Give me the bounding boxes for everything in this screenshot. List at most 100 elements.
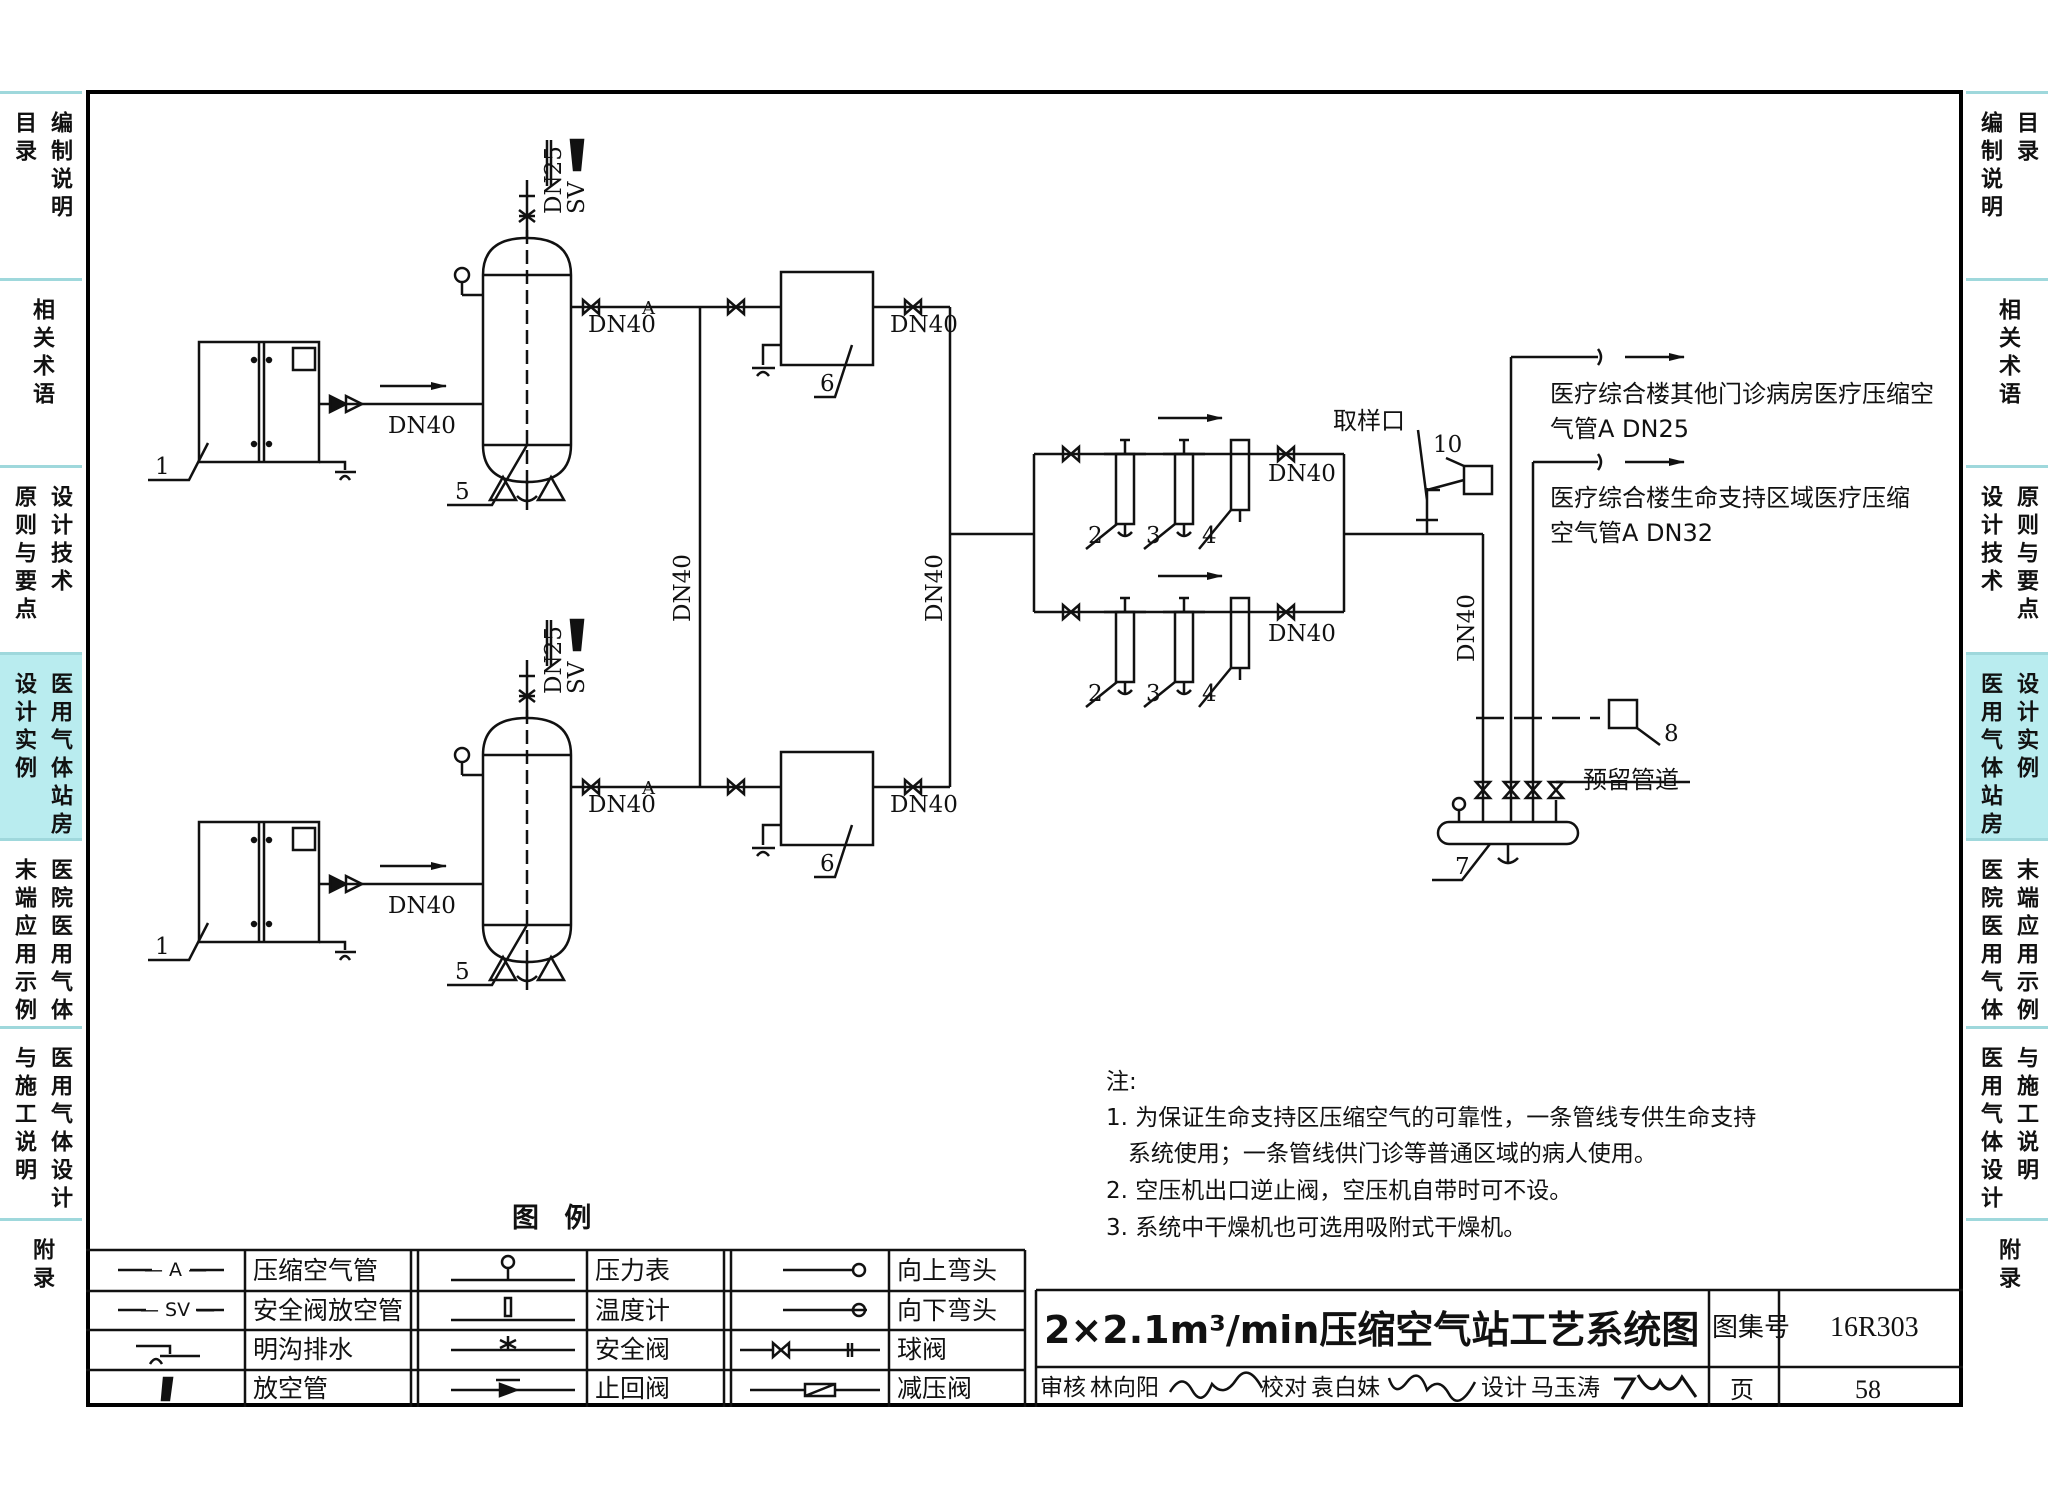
- pipe-size-label: DN40: [388, 413, 456, 439]
- note-item: 2. 空压机出口逆止阀，空压机自带时可不设。: [1106, 1178, 1573, 1204]
- legend-label: 压缩空气管: [253, 1256, 379, 1285]
- item-number-4: 4: [1202, 523, 1217, 549]
- chapter-tab[interactable]: 相关术语: [1966, 280, 2048, 467]
- chapter-tab[interactable]: 设计技术原则与要点: [0, 467, 82, 654]
- item-number-7: 7: [1455, 854, 1470, 880]
- chapter-tab[interactable]: 附录: [1966, 1220, 2048, 1340]
- chapter-tab-label: 设计实例: [11, 672, 36, 784]
- ball-valve: [726, 297, 746, 317]
- checker-name: 袁白妹: [1311, 1375, 1380, 1401]
- filter-3-lower: [1163, 596, 1205, 696]
- ball-valve: [581, 297, 601, 317]
- item-number-1: 1: [155, 934, 170, 960]
- design-label: 设计: [1481, 1375, 1527, 1401]
- filter-2-lower: [1104, 596, 1146, 696]
- tab-divider: [0, 91, 82, 94]
- item-8-instrument: [1607, 698, 1661, 747]
- item-number-2: 2: [1088, 523, 1103, 549]
- tab-divider: [0, 465, 82, 468]
- chapter-tab-label: 与施工说明: [2013, 1046, 2038, 1186]
- legend-table: [86, 1248, 1027, 1407]
- item-7-manifold: [1436, 796, 1580, 865]
- designer-name: 马玉涛: [1531, 1375, 1600, 1401]
- chapter-tab[interactable]: 医院医用气体末端应用示例: [0, 840, 82, 1028]
- note-item: 1. 为保证生命支持区压缩空气的可靠性，一条管线专供生命支持: [1106, 1105, 1757, 1131]
- check-valve-2: [328, 873, 365, 895]
- ball-valve: [1061, 602, 1081, 622]
- designer-signature: [1614, 1374, 1698, 1400]
- reviewer-name: 林向阳: [1090, 1375, 1159, 1401]
- item-number-2: 2: [1088, 681, 1103, 707]
- ball-valve: [1546, 780, 1566, 800]
- sampling-port-label: 取样口: [1333, 407, 1405, 435]
- item-number-4: 4: [1202, 681, 1217, 707]
- refrigerated-dryer-1: [752, 270, 875, 377]
- chapter-tab[interactable]: 医院医用气体末端应用示例: [1966, 840, 2048, 1028]
- pipe-type-label: SV: [564, 181, 590, 214]
- chapter-tab-label: 医用气体站房: [1977, 672, 2002, 840]
- legend-title: 图 例: [512, 1203, 600, 1234]
- item-10-dewpoint-monitor: [1426, 456, 1494, 496]
- pipe-size-label: DN40: [588, 792, 656, 818]
- chapter-tab-label: 原则与要点: [11, 485, 36, 625]
- legend-label: 减压阀: [897, 1374, 973, 1403]
- tab-divider: [1966, 1026, 2048, 1029]
- chapter-tab-label: 设计技术: [1977, 485, 2002, 597]
- chapter-tab[interactable]: 相关术语: [0, 280, 82, 467]
- chapter-tab-label: 目录: [2013, 111, 2038, 167]
- legend-label: 压力表: [595, 1256, 671, 1285]
- chapter-tab[interactable]: 编制说明目录: [1966, 93, 2048, 280]
- sampling-port: [1416, 429, 1440, 534]
- chapter-tab[interactable]: 编制说明目录: [0, 93, 82, 280]
- air-receiver-tank-2: [453, 618, 585, 990]
- checker-signature: [1387, 1374, 1477, 1402]
- legend-label: 放空管: [253, 1374, 329, 1403]
- outlet-2-label-line2: 空气管A DN32: [1550, 519, 1714, 547]
- tab-divider: [1966, 465, 2048, 468]
- chapter-tab-label: 附录: [1995, 1238, 2020, 1294]
- ball-valve: [1276, 602, 1296, 622]
- chapter-tab-label: 编制说明: [1977, 111, 2002, 223]
- pipe-size-label: DN40: [1454, 594, 1480, 662]
- chapter-tab-label: 末端应用示例: [2013, 858, 2038, 1026]
- chapter-tab[interactable]: 医用气体站房设计实例: [1966, 654, 2048, 840]
- chapter-tab-label: 末端应用示例: [11, 858, 36, 1026]
- air-receiver-tank-1: [453, 138, 585, 510]
- page-number: 58: [1855, 1375, 1881, 1404]
- pipe-size-label: DN40: [890, 312, 958, 338]
- drawing-title: 2×2.1m³/min压缩空气站工艺系统图: [1044, 1308, 1700, 1352]
- chapter-tab[interactable]: 设计技术原则与要点: [1966, 467, 2048, 654]
- filter-4-upper: [1229, 438, 1251, 522]
- legend-label: 止回阀: [595, 1374, 671, 1403]
- item-number-3: 3: [1146, 523, 1161, 549]
- note-item: 3. 系统中干燥机也可选用吸附式干燥机。: [1106, 1215, 1527, 1241]
- legend-symbols: [118, 1254, 880, 1402]
- chapter-tab-label: 设计技术: [47, 485, 72, 597]
- outlet-2-label-line1: 医疗综合楼生命支持区域医疗压缩: [1550, 484, 1910, 512]
- chapter-tab-label: 目录: [11, 111, 36, 167]
- pipe-size-label: DN40: [388, 893, 456, 919]
- check-valve-1: [328, 393, 365, 415]
- pipe-size-label: DN40: [890, 792, 958, 818]
- legend-label: 温度计: [595, 1296, 671, 1325]
- check-label: 校对: [1261, 1375, 1307, 1401]
- chapter-tab[interactable]: 医用气体设计与施工说明: [1966, 1028, 2048, 1220]
- chapter-tab-label: 编制说明: [47, 111, 72, 223]
- item-number-5: 5: [455, 959, 470, 985]
- pipe-type-label: A: [641, 778, 656, 799]
- title-block: [1034, 1288, 1963, 1407]
- pipe-size-label: DN40: [1268, 621, 1336, 647]
- pipe-type-label: A: [641, 298, 656, 319]
- item-number-5: 5: [455, 479, 470, 505]
- tab-divider: [1966, 278, 2048, 281]
- chapter-tab-label: 附录: [29, 1238, 54, 1294]
- outlet-1-label-line1: 医疗综合楼其他门诊病房医疗压缩空: [1550, 380, 1934, 408]
- chapter-tab[interactable]: 医用气体站房设计实例: [0, 654, 82, 840]
- chapter-tab-label: 医用气体设计: [1977, 1046, 2002, 1214]
- legend-symbol-text: — A —: [144, 1259, 208, 1281]
- refrigerated-dryer-2: [752, 750, 875, 857]
- chapter-tab[interactable]: 医用气体设计与施工说明: [0, 1028, 82, 1220]
- tab-divider: [1966, 838, 2048, 841]
- chapter-tab[interactable]: 附录: [0, 1220, 82, 1340]
- reserved-pipe-label: 预留管道: [1583, 766, 1679, 794]
